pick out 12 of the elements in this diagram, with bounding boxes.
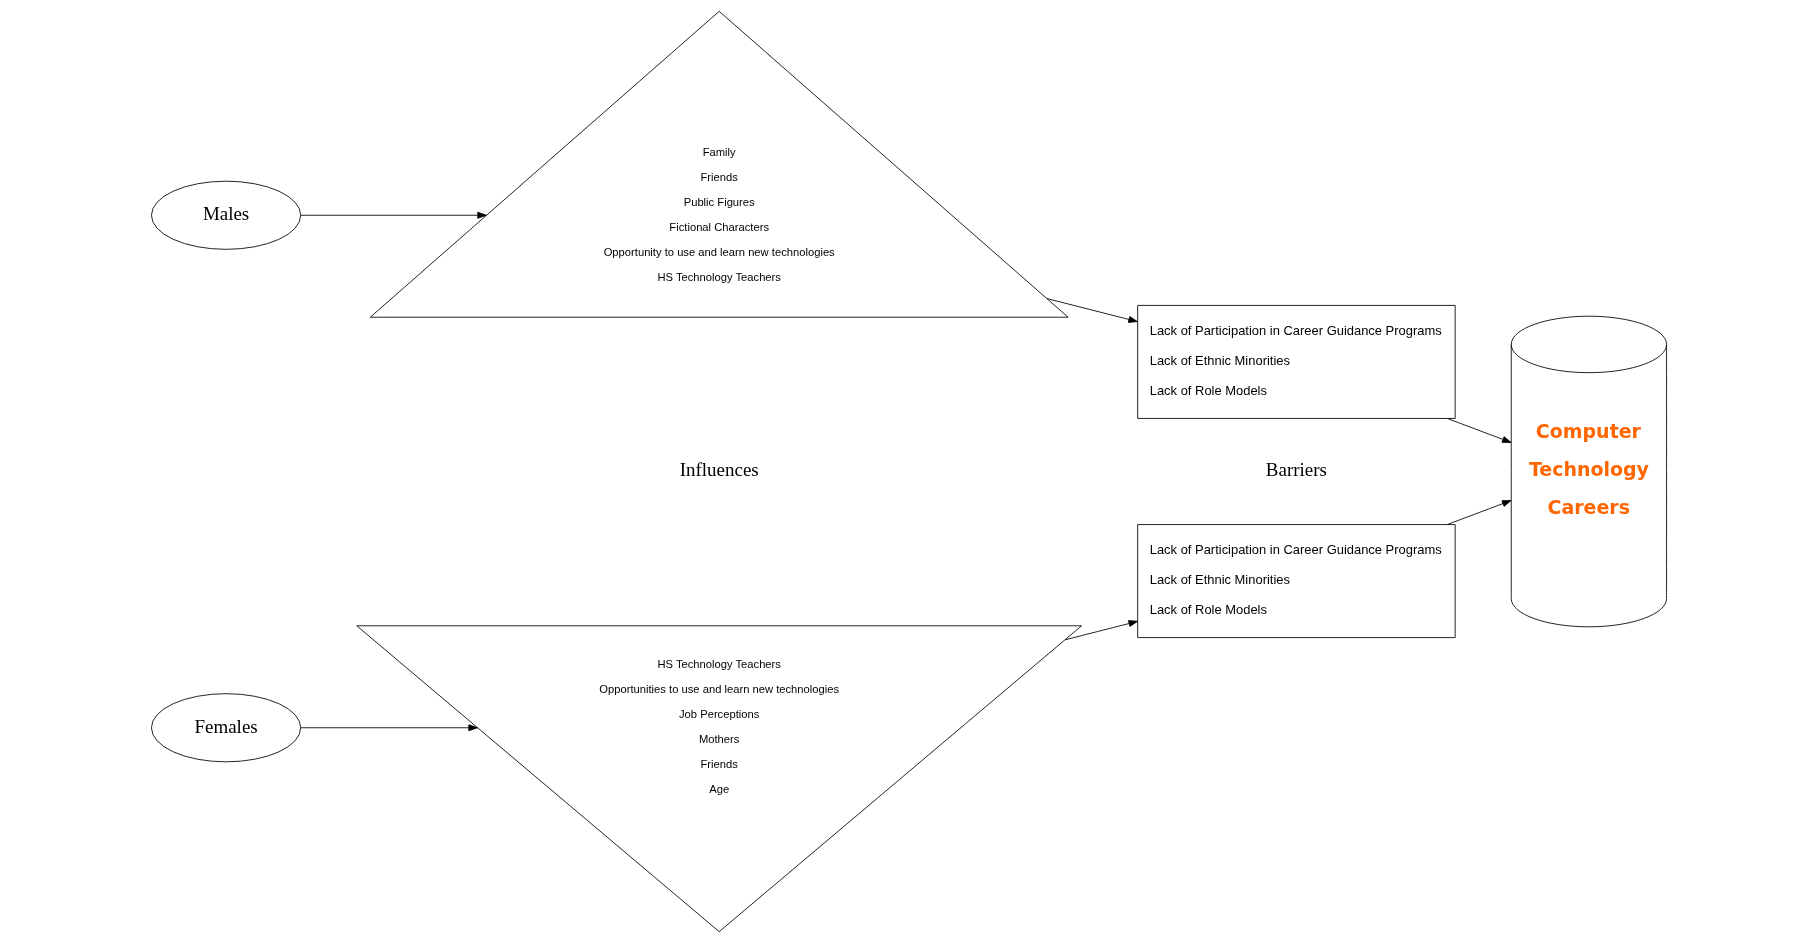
arrow [1045, 298, 1138, 323]
arrow [299, 724, 478, 732]
arrow [1446, 418, 1512, 443]
node-box: Lack of Participation in Career Guidance Programs Lack of Ethnic Minorities Lack of Role Models [1136, 305, 1456, 419]
arrow [1064, 620, 1138, 641]
label: Influences [679, 459, 759, 481]
label: Barriers [1265, 459, 1327, 481]
arrow [1446, 500, 1512, 525]
arrow [299, 211, 487, 219]
node-box: Lack of Participation in Career Guidance Programs Lack of Ethnic Minorities Lack of Role Models [1136, 524, 1456, 638]
node-ellipse: Females [150, 693, 301, 763]
node-ellipse: Males [150, 180, 301, 250]
